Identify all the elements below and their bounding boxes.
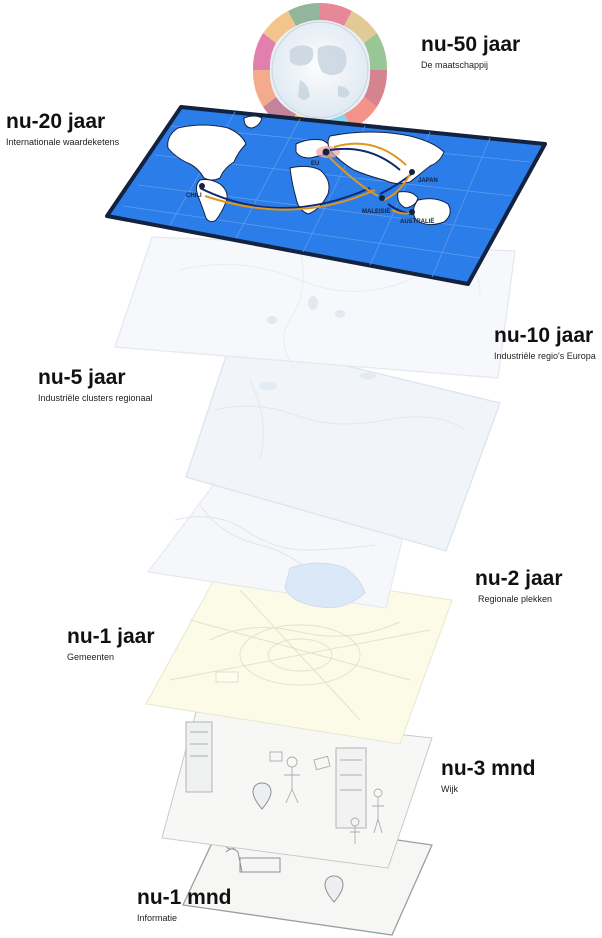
globe-icon bbox=[272, 22, 368, 118]
layer-label-nu-20: nu-20 jaar Internationale waardeketens bbox=[6, 111, 119, 148]
map-label-australie: AUSTRALIË bbox=[400, 219, 434, 225]
layer-label-nu-1-jaar: nu-1 jaar Gemeenten bbox=[67, 626, 155, 663]
layer-subtitle: Gemeenten bbox=[67, 651, 155, 663]
layer-subtitle: Industriële regio's Europa bbox=[494, 350, 596, 362]
layer-title: nu-1 jaar bbox=[67, 626, 155, 648]
layer-title: nu-1 mnd bbox=[137, 887, 232, 909]
layer-label-nu-2: nu-2 jaar Regionale plekken bbox=[475, 568, 563, 605]
map-label-maleisie: MALEISIË bbox=[362, 209, 390, 215]
layer-label-nu-5: nu-5 jaar Industriële clusters regionaal bbox=[38, 367, 153, 404]
layer-subtitle: De maatschappij bbox=[421, 59, 520, 71]
layer-title: nu-3 mnd bbox=[441, 758, 536, 780]
map-label-eu: EU bbox=[311, 161, 319, 167]
layer-title: nu-5 jaar bbox=[38, 367, 153, 389]
layer-label-nu-3-mnd: nu-3 mnd Wijk bbox=[441, 758, 536, 795]
layer-subtitle: Industriële clusters regionaal bbox=[38, 392, 153, 404]
layer-label-nu-1-mnd: nu-1 mnd Informatie bbox=[137, 887, 232, 924]
layer-subtitle: Wijk bbox=[441, 783, 536, 795]
layer-title: nu-10 jaar bbox=[494, 325, 596, 347]
layer-label-nu-10: nu-10 jaar Industriële regio's Europa bbox=[494, 325, 596, 362]
map-label-japan: JAPAN bbox=[418, 178, 438, 184]
layer-subtitle: Regionale plekken bbox=[475, 593, 563, 605]
layer-title: nu-50 jaar bbox=[421, 34, 520, 56]
layer-subtitle: Internationale waardeketens bbox=[6, 136, 119, 148]
map-label-chili: CHILI bbox=[186, 193, 202, 199]
layer-label-nu-50: nu-50 jaar De maatschappij bbox=[421, 34, 520, 71]
layer-title: nu-20 jaar bbox=[6, 111, 119, 133]
layer-title: nu-2 jaar bbox=[475, 568, 563, 590]
layer-subtitle: Informatie bbox=[137, 912, 232, 924]
